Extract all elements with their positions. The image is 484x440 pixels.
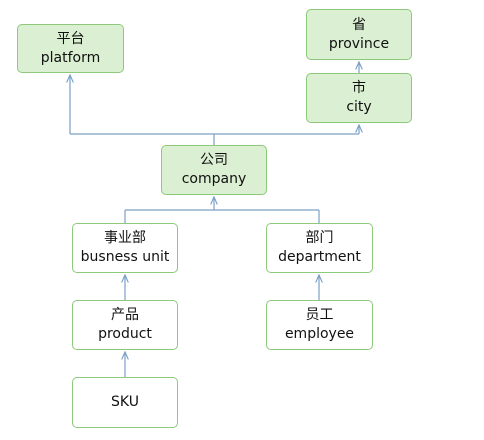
node-bu: 事业部 busness unit <box>72 223 178 273</box>
node-bu-en: busness unit <box>80 249 170 265</box>
node-province-zh: 省 <box>352 16 366 33</box>
node-platform-en: platform <box>40 49 101 66</box>
node-city: 市 city <box>306 73 412 123</box>
node-product-zh: 产品 <box>111 307 139 323</box>
node-province-en: province <box>328 35 390 52</box>
node-platform-zh: 平台 <box>56 30 85 47</box>
node-city-zh: 市 <box>352 80 366 96</box>
node-employee-zh: 员工 <box>305 307 334 323</box>
node-product: 产品 product <box>72 300 178 350</box>
node-platform: 平台 platform <box>17 24 124 73</box>
node-employee: 员工 employee <box>266 300 373 350</box>
node-product-en: product <box>98 326 152 342</box>
node-department-zh: 部门 <box>305 230 334 246</box>
node-company-en: company <box>181 171 247 187</box>
node-company: 公司 company <box>161 145 267 195</box>
node-sku: SKU <box>72 377 178 428</box>
node-sku-en: SKU <box>111 394 139 410</box>
node-department-en: department <box>278 249 361 265</box>
node-company-zh: 公司 <box>200 152 228 168</box>
node-city-en: city <box>346 99 372 115</box>
node-department: 部门 department <box>266 223 373 273</box>
node-province: 省 province <box>306 9 412 60</box>
node-employee-en: employee <box>284 326 355 342</box>
node-bu-zh: 事业部 <box>104 230 146 246</box>
